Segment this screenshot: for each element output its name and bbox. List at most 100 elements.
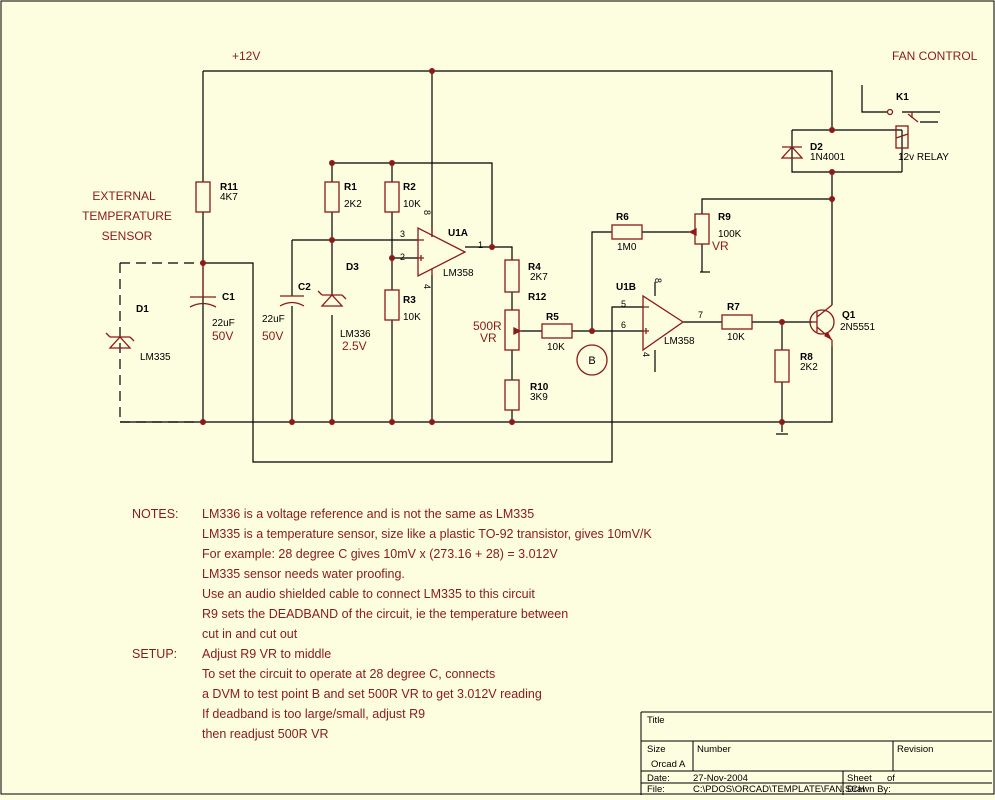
R1-ref: R1 xyxy=(344,182,357,193)
tb-size-label: Size xyxy=(647,744,665,755)
C1-value: 22uF xyxy=(212,318,235,329)
note-label: SETUP: xyxy=(132,647,178,661)
u1b-pin8: 8 xyxy=(653,278,663,283)
u1a-pin4: 4 xyxy=(422,284,432,289)
tb-date-value: 27-Nov-2004 xyxy=(693,773,748,784)
tb-revision-label: Revision xyxy=(897,744,933,755)
test-point-label: B xyxy=(588,355,595,367)
R3-value: 10K xyxy=(403,312,421,323)
tb-file-value: C:\PDOS\ORCAD\TEMPLATE\FAN.SCH xyxy=(693,784,865,795)
Q1-transistor xyxy=(809,309,835,335)
wire-r1r2-top xyxy=(332,162,493,248)
R1-resistor xyxy=(324,181,340,213)
U1A-opamp xyxy=(417,226,467,278)
note-text: a DVM to test point B and set 500R VR to… xyxy=(202,687,542,701)
C2-voltage: 50V xyxy=(262,329,283,343)
note-text: then readjust 500R VR xyxy=(202,727,329,741)
D3-value: LM336 xyxy=(340,329,371,340)
tb-drawn-label: Drawn By: xyxy=(847,784,891,795)
R12-value: 500R xyxy=(473,319,502,333)
tb-title-label: Title xyxy=(647,715,665,726)
U1B-value: LM358 xyxy=(664,336,695,347)
U1A-ref: U1A xyxy=(448,228,468,239)
note-text: Adjust R9 VR to middle xyxy=(202,647,332,661)
u1a-pin1: 1 xyxy=(478,240,483,250)
R2-ref: R2 xyxy=(403,182,416,193)
D1-value: LM335 xyxy=(140,352,171,363)
R4-resistor xyxy=(504,259,520,293)
sensor-label-line3: SENSOR xyxy=(102,229,153,243)
K1-contact xyxy=(886,108,894,116)
C2-ref: C2 xyxy=(298,282,311,293)
R1-value: 2K2 xyxy=(344,199,362,210)
wire-sensor-feed xyxy=(203,262,643,463)
u1b-pin7: 7 xyxy=(698,310,703,320)
C1-ref: C1 xyxy=(222,292,235,303)
U1B-opamp xyxy=(642,294,685,352)
R10-value: 3K9 xyxy=(530,392,548,403)
note-text: LM335 sensor needs water proofing. xyxy=(202,567,405,581)
R9-ref: R9 xyxy=(718,212,731,223)
D3-zener xyxy=(317,290,347,307)
R7-resistor xyxy=(721,314,753,330)
note-text: R9 sets the DEADBAND of the circuit, ie … xyxy=(202,607,569,621)
u1b-pin6: 6 xyxy=(621,320,626,330)
K1-ref: K1 xyxy=(896,92,909,103)
Q1-ref: Q1 xyxy=(842,310,856,321)
D3-voltage: 2.5V xyxy=(342,339,367,353)
note-label: NOTES: xyxy=(132,507,179,521)
R10-resistor xyxy=(504,379,520,411)
R3-ref: R3 xyxy=(403,295,416,306)
D2-ref: D2 xyxy=(810,142,823,153)
R9-value: 100K xyxy=(718,229,742,240)
note-text: LM336 is a voltage reference and is not … xyxy=(202,507,535,521)
u1b-pin4: 4 xyxy=(641,352,651,357)
R9-potentiometer xyxy=(694,213,710,245)
R7-ref: R7 xyxy=(727,302,740,313)
R11-resistor xyxy=(195,181,211,213)
U1B-ref: U1B xyxy=(616,282,636,293)
K1-relay-coil xyxy=(895,125,909,149)
wires xyxy=(119,70,940,463)
sensor-label-line2: TEMPERATURE xyxy=(82,209,172,223)
R8-value: 2K2 xyxy=(800,362,818,373)
R3-resistor xyxy=(384,289,400,321)
sensor-label-line1: EXTERNAL xyxy=(92,189,156,203)
R10-ref: R10 xyxy=(530,382,549,393)
R8-ref: R8 xyxy=(800,352,813,363)
R2-resistor xyxy=(384,181,400,213)
note-text: Use an audio shielded cable to connect L… xyxy=(202,587,535,601)
R5-value: 10K xyxy=(547,342,565,353)
R2-value: 10K xyxy=(403,199,421,210)
u1a-pin3: 3 xyxy=(400,229,405,239)
R6-value: 1M0 xyxy=(617,242,637,253)
supply-label: +12V xyxy=(232,49,260,63)
R7-value: 10K xyxy=(727,332,745,343)
note-text: For example: 28 degree C gives 10mV x (2… xyxy=(202,547,558,561)
tb-size-value: Orcad A xyxy=(651,759,686,770)
Q1-value: 2N5551 xyxy=(840,322,875,333)
R12-extra: VR xyxy=(480,331,497,345)
R8-resistor xyxy=(774,349,790,383)
note-text: cut in and cut out xyxy=(202,627,298,641)
tb-number-label: Number xyxy=(697,744,731,755)
R5-resistor xyxy=(541,323,573,339)
C2-value: 22uF xyxy=(262,314,285,325)
junctions xyxy=(200,68,835,425)
R12-ref: R12 xyxy=(528,292,547,303)
R6-ref: R6 xyxy=(616,212,629,223)
D2-value: 1N4001 xyxy=(810,152,845,163)
note-text: LM335 is a temperature sensor, size like… xyxy=(202,527,652,541)
D1-zener xyxy=(105,332,135,349)
u1a-pin2: 2 xyxy=(400,252,405,262)
R9-extra: VR xyxy=(712,239,729,253)
R11-ref: R11 xyxy=(220,182,238,193)
D1-ref: D1 xyxy=(136,304,149,315)
tb-sheet-label: Sheet xyxy=(847,773,872,784)
D2-diode xyxy=(780,146,804,159)
u1a-pin8: 8 xyxy=(422,210,432,215)
C1-voltage: 50V xyxy=(212,329,233,343)
